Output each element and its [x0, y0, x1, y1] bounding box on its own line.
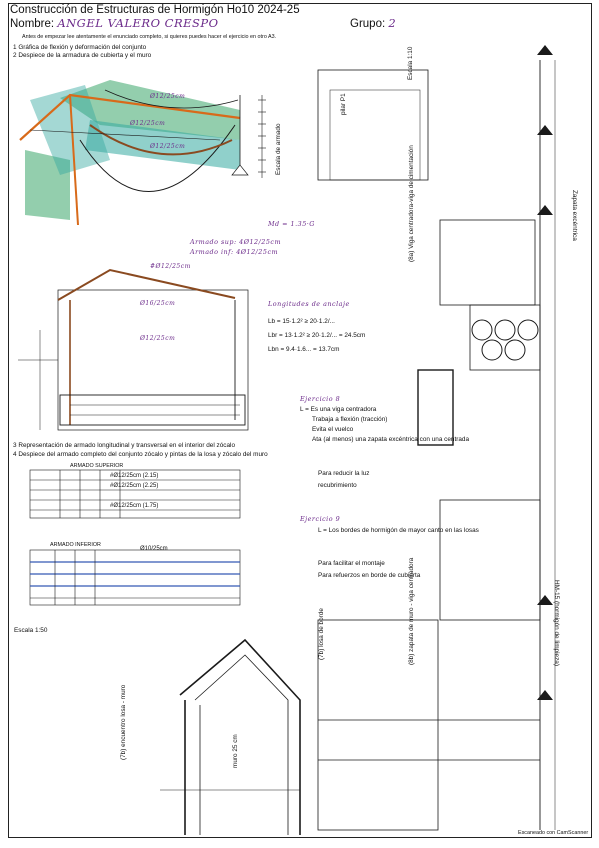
bending-diagram	[19, 80, 249, 226]
note: L = Es una viga centradora	[300, 406, 377, 413]
assignment-code: Ho10 2024-25	[226, 4, 300, 16]
scale-armado-label: Escala de armado	[275, 123, 282, 175]
task-1: 1 Gráfica de flexión y deformación del c…	[13, 44, 147, 51]
scanner-watermark: Escaneado con CamScanner	[518, 830, 589, 836]
rebar-label: Ø12/25cm	[150, 143, 186, 150]
muro-label: muro 25 cm	[232, 734, 239, 768]
group-number: 2	[388, 16, 397, 30]
course-name: Construcción de Estructuras de Hormigón	[10, 4, 224, 16]
name-line: Nombre: ANGEL VALERO CRESPO	[10, 17, 219, 31]
note: Lbr = 13·1.2² ≥ 20·1.2/... = 24.5cm	[268, 332, 366, 339]
rebar-label: #Ø12/25cm (2.25)	[110, 483, 159, 489]
frame-section	[18, 268, 249, 431]
scale-1-10: Escala 1:10	[407, 46, 414, 80]
rebar-label: #Ø12/25cm (2.15)	[110, 473, 159, 479]
note: Armado inf: 4Ø12/25cm	[190, 248, 279, 256]
encuentro-label: (7b) encuentro losa - muro	[120, 684, 127, 760]
note: L = Los bordes de hormigón de mayor cant…	[318, 527, 479, 534]
task-3: 3 Representación de armado longitudinal …	[13, 442, 236, 449]
name-label: Nombre:	[10, 18, 55, 30]
rebar-label: Ø12/25cm	[150, 93, 186, 100]
zapata-muro-label: (8b) zapata de muro - viga centradora	[408, 557, 415, 665]
note: recubrimiento	[318, 482, 357, 489]
note: Md = 1.35·G	[268, 220, 315, 228]
longitudes-title: Longitudes de anclaje	[268, 300, 350, 308]
zapata-excentrica-label: Zapata excéntrica	[571, 190, 578, 241]
reinforcement-grids	[29, 469, 241, 606]
student-name: ANGEL VALERO CRESPO	[57, 16, 219, 30]
losa-borde-label: (7b) losa de borde	[318, 608, 325, 660]
note: Evita el vuelco	[312, 426, 354, 433]
hormigon-limpieza-label: HM-15 (hormigón de limpieza)	[553, 580, 560, 666]
note: Lbn = 9.4·1.6... = 13.7cm	[268, 346, 340, 353]
hatch-markers	[537, 45, 553, 700]
note: Ata (al menos) una zapata excéntrica con…	[312, 436, 470, 443]
note: Lb = 15·1.2² ≥ 20·1.2/...	[268, 318, 335, 325]
scale-ladder	[258, 95, 266, 178]
armado-superior-label: ARMADO SUPERIOR	[70, 463, 124, 469]
rebar-label: Ø10/25cm	[140, 546, 168, 552]
note: Trabaja a flexión (tracción)	[312, 416, 388, 423]
foundation-sections	[317, 60, 556, 831]
rebar-label: #Ø12/25cm	[150, 263, 191, 270]
slab-wall-joint	[160, 638, 301, 835]
ejercicio-8-title: Ejercicio 8	[300, 395, 341, 403]
rebar-label: #Ø12/25cm (1.75)	[110, 503, 159, 509]
rebar-label: Ø12/25cm	[130, 120, 166, 127]
sheet-border	[8, 3, 592, 838]
group-label: Grupo:	[350, 18, 386, 30]
group-line: Grupo: 2	[350, 17, 396, 31]
note: Para facilitar el montaje	[318, 560, 385, 567]
rebar-label: Ø16/25cm	[140, 300, 176, 307]
scale-1-50: Escala 1:50	[14, 627, 48, 634]
ejercicio-9-title: Ejercicio 9	[300, 515, 341, 523]
course-title: Construcción de Estructuras de Hormigón …	[10, 4, 300, 17]
instructions: Antes de empezar lee atentamente el enun…	[22, 34, 277, 40]
task-2: 2 Despiece de la armadura de cubierta y …	[13, 52, 152, 59]
note: Para reducir la luz	[318, 470, 370, 477]
armado-inferior-label: ARMADO INFERIOR	[50, 542, 101, 548]
viga-cerradora-label: (8a) Viga centradora-viga de cimentación	[408, 145, 415, 262]
pilar-label: pilar P1	[340, 93, 347, 115]
rebar-label: Ø12/25cm	[140, 335, 176, 342]
task-4: 4 Despiece del armado completo del conju…	[13, 451, 268, 458]
note: Armado sup: 4Ø12/25cm	[190, 238, 282, 246]
note: Para refuerzos en borde de cubierta	[318, 572, 421, 579]
